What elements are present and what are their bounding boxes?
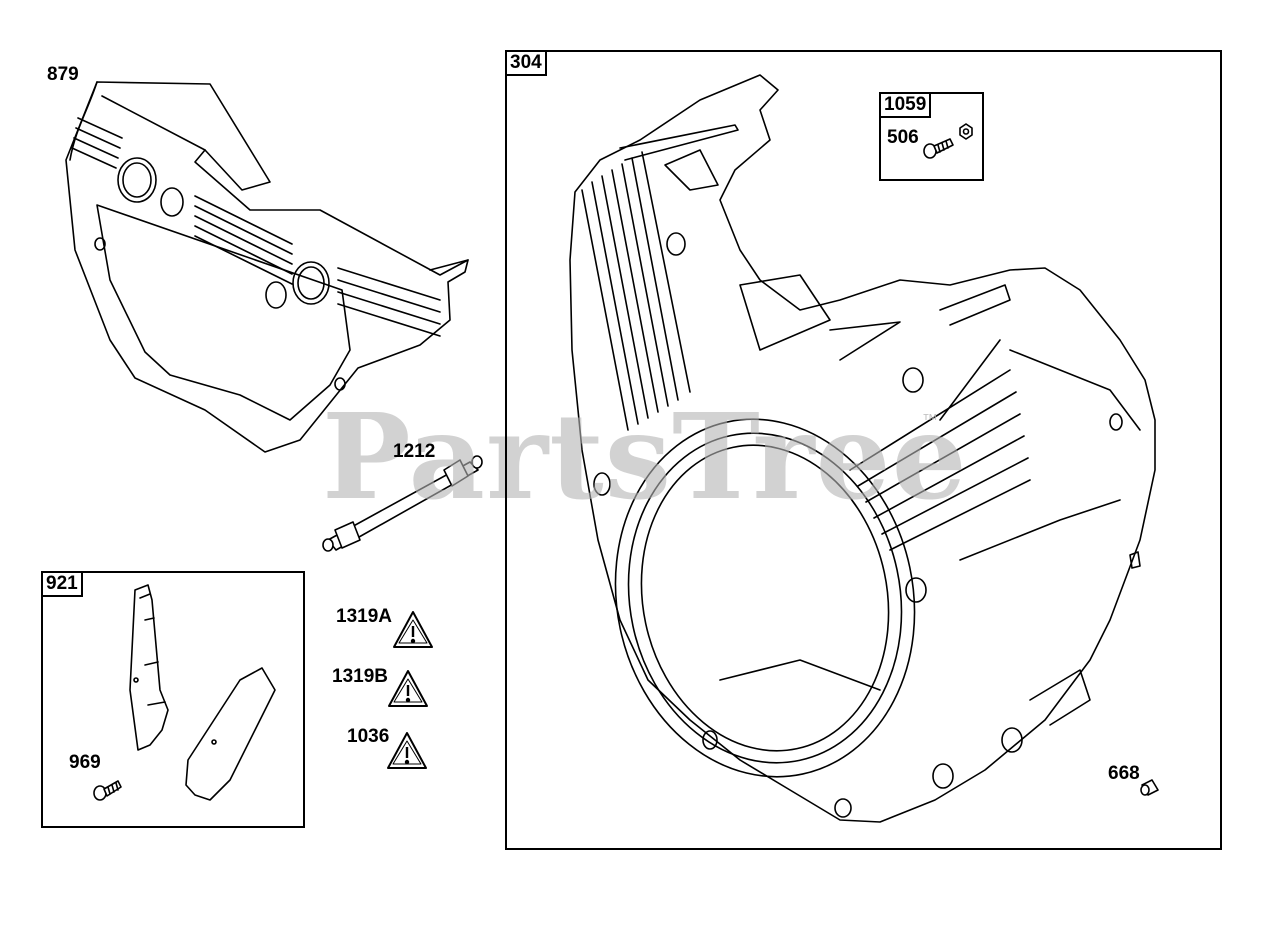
watermark-trademark: ™ [922, 412, 938, 429]
part-506-screw[interactable] [923, 123, 973, 159]
label-921: 921 [41, 571, 83, 597]
label-1319a[interactable]: 1319A [336, 606, 392, 627]
label-506[interactable]: 506 [887, 127, 919, 148]
frame-1059 [879, 92, 984, 181]
label-1036[interactable]: 1036 [347, 726, 390, 747]
part-668-plug[interactable] [1140, 779, 1159, 796]
label-1059: 1059 [879, 92, 932, 118]
label-879[interactable]: 879 [47, 64, 79, 85]
part-921-deflector[interactable] [129, 584, 276, 801]
frame-304 [505, 50, 1222, 850]
label-304: 304 [505, 50, 547, 76]
frame-921 [41, 571, 305, 828]
label-668[interactable]: 668 [1108, 763, 1140, 784]
watermark: PartsTree [322, 387, 968, 526]
label-1212[interactable]: 1212 [393, 441, 436, 462]
part-304-blower-housing[interactable] [569, 74, 1156, 823]
warning-label-1319a-icon[interactable] [393, 611, 433, 648]
warning-label-1036-icon[interactable] [387, 732, 427, 769]
part-969-screw[interactable] [93, 780, 122, 801]
warning-label-1319b-icon[interactable] [388, 670, 428, 707]
label-969[interactable]: 969 [69, 752, 101, 773]
label-1319b[interactable]: 1319B [332, 666, 388, 687]
part-1212-stud[interactable] [322, 455, 483, 552]
part-879-shroud-cover[interactable] [65, 81, 469, 453]
